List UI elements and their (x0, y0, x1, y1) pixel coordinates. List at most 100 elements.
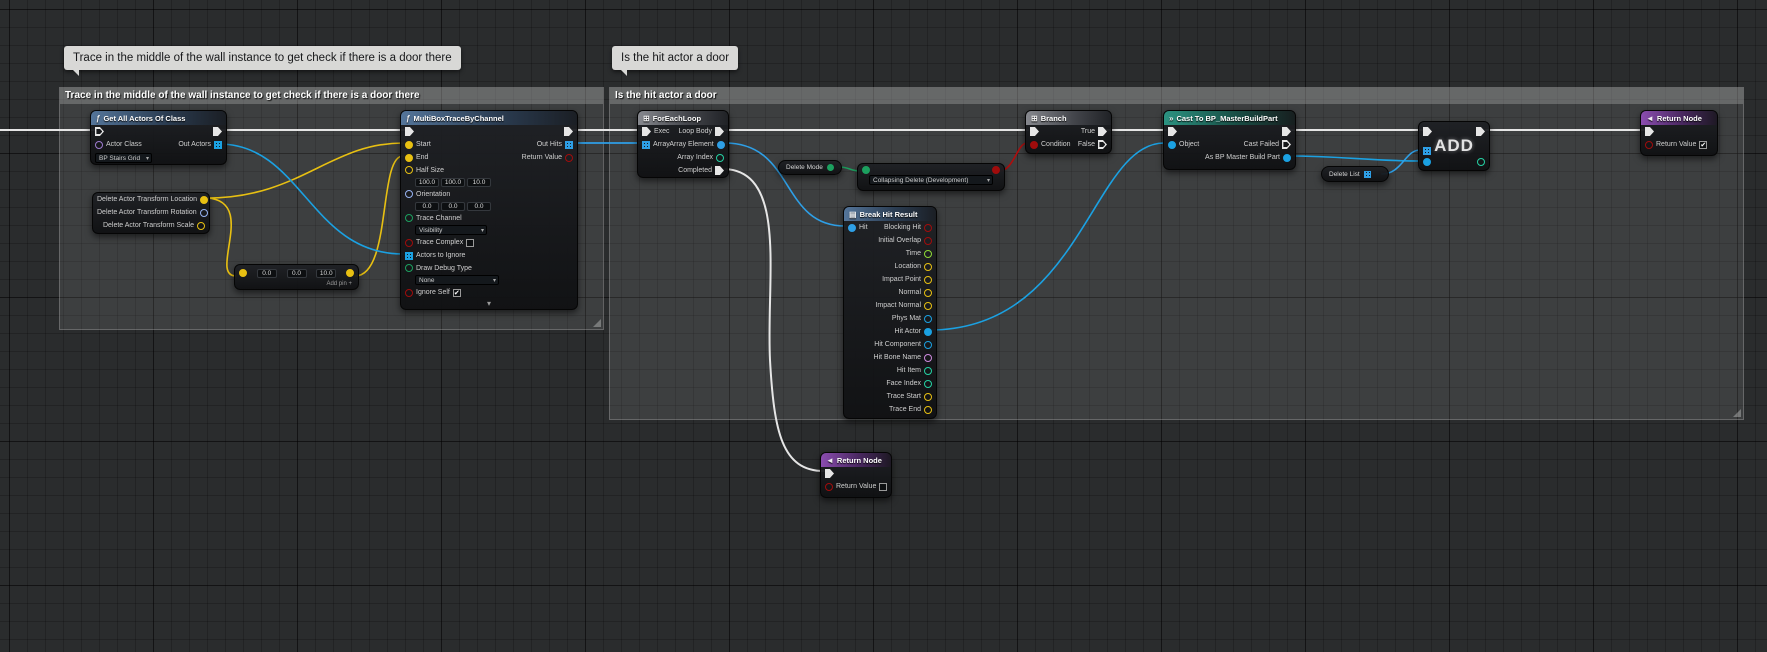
transform-location-pin[interactable] (200, 195, 208, 204)
comment-bubble-door[interactable]: Is the hit actor a door (612, 46, 739, 76)
out-actors-pin[interactable] (214, 140, 222, 149)
trace-end-pin[interactable] (924, 405, 932, 414)
equal-enum-dropdown[interactable]: Collapsing Delete (Development) (869, 175, 993, 186)
impact-normal-pin[interactable] (924, 301, 932, 310)
equal-out-pin[interactable] (992, 166, 1000, 174)
node-return-bottom[interactable]: ◄Return Node Return Value (820, 452, 892, 498)
vector-add-z-field[interactable]: 10.0 (316, 268, 337, 278)
phys-mat-pin[interactable] (924, 314, 932, 323)
cast-failed-pin[interactable] (1282, 140, 1291, 149)
delete-list-out-pin[interactable] (1363, 170, 1371, 178)
end-pin[interactable] (405, 153, 413, 162)
target-array-pin[interactable] (1423, 147, 1431, 155)
draw-debug-type-dropdown[interactable]: None (415, 275, 499, 286)
false-pin[interactable] (1098, 140, 1107, 149)
orientation-y-field[interactable]: 0.0 (467, 201, 491, 211)
half-size-y-field[interactable]: 100.0 (441, 177, 465, 187)
transform-rotation-pin[interactable] (199, 208, 208, 217)
return-value-checkbox[interactable] (879, 482, 888, 491)
index-out-pin[interactable] (1477, 158, 1485, 166)
hit-bone-name-pin[interactable] (924, 353, 932, 362)
ignore-self-checkbox[interactable] (452, 288, 461, 297)
exec-out-pin[interactable] (213, 127, 222, 136)
new-item-pin[interactable] (1423, 158, 1431, 166)
exec-in-pin[interactable] (825, 469, 834, 478)
comment-title[interactable]: Trace in the middle of the wall instance… (60, 88, 603, 104)
vector-add-x-field[interactable]: 0.0 (256, 268, 277, 278)
normal-pin[interactable] (924, 288, 932, 297)
true-pin[interactable] (1098, 127, 1107, 136)
loop-body-pin[interactable] (715, 127, 724, 136)
half-size-z-field[interactable]: 10.0 (467, 177, 491, 187)
actors-to-ignore-pin[interactable] (405, 251, 413, 260)
exec-in-pin[interactable] (1030, 127, 1039, 136)
vector-add-out-pin[interactable] (346, 269, 354, 277)
actor-class-dropdown[interactable]: BP Stairs Grid (95, 152, 153, 164)
start-pin[interactable] (405, 140, 413, 149)
transform-scale-pin[interactable] (197, 221, 205, 230)
orientation-pin[interactable] (405, 190, 413, 198)
array-pin[interactable] (642, 140, 650, 149)
orientation-r-field[interactable]: 0.0 (415, 201, 439, 211)
as-bp-master-build-part-pin[interactable] (1283, 153, 1291, 162)
exec-in-pin[interactable] (95, 127, 104, 136)
node-vector-add[interactable]: 0.0 0.0 10.0 Add pin + (234, 264, 359, 290)
condition-pin[interactable] (1030, 140, 1038, 149)
vector-add-y-field[interactable]: 0.0 (286, 268, 307, 278)
impact-point-pin[interactable] (924, 275, 932, 284)
array-index-pin[interactable] (716, 153, 724, 162)
face-index-pin[interactable] (924, 379, 932, 388)
comment-title[interactable]: Is the hit actor a door (610, 88, 1743, 104)
hit-actor-pin[interactable] (924, 327, 932, 336)
node-return-top[interactable]: ◄Return Node Return Value (1640, 110, 1718, 156)
return-value-pin[interactable] (1645, 140, 1653, 149)
trace-channel-pin[interactable] (405, 214, 413, 222)
trace-complex-checkbox[interactable] (466, 238, 475, 247)
exec-in-pin[interactable] (1423, 127, 1432, 136)
vector-add-in-pin[interactable] (239, 269, 247, 277)
actor-class-pin[interactable] (95, 140, 103, 149)
half-size-pin[interactable] (405, 166, 413, 174)
add-pin-button[interactable]: Add pin + (326, 281, 352, 287)
object-pin[interactable] (1168, 140, 1176, 149)
hit-item-pin[interactable] (924, 366, 932, 375)
node-cast-to-bp-masterbuildpart[interactable]: »Cast To BP_MasterBuildPart Object Cast … (1163, 110, 1296, 170)
location-pin[interactable] (924, 262, 932, 271)
blocking-hit-pin[interactable] (924, 223, 932, 232)
exec-in-pin[interactable] (1168, 127, 1177, 136)
trace-complex-pin[interactable] (405, 238, 413, 247)
exec-in-pin[interactable] (642, 127, 651, 136)
node-array-add[interactable]: ADD (1418, 121, 1490, 171)
half-size-x-field[interactable]: 100.0 (415, 177, 439, 187)
time-pin[interactable] (924, 249, 932, 258)
draw-debug-type-pin[interactable] (405, 264, 413, 272)
ignore-self-pin[interactable] (405, 288, 413, 297)
array-element-pin[interactable] (716, 140, 725, 149)
exec-in-pin[interactable] (405, 127, 414, 136)
initial-overlap-pin[interactable] (924, 236, 932, 245)
exec-out-pin[interactable] (1282, 127, 1291, 136)
exec-in-pin[interactable] (1645, 127, 1654, 136)
collapse-arrow-icon[interactable]: ▾ (486, 299, 491, 308)
node-delete-mode-variable[interactable]: Delete Mode (778, 160, 842, 175)
trace-start-pin[interactable] (924, 392, 932, 401)
return-value-pin[interactable] (825, 482, 833, 491)
node-foreachloop[interactable]: ⊞ForEachLoop Exec Loop Body Array Array … (637, 110, 729, 178)
exec-out-pin[interactable] (564, 127, 573, 136)
completed-pin[interactable] (715, 166, 724, 175)
return-value-pin[interactable] (565, 153, 573, 162)
out-hits-pin[interactable] (565, 140, 573, 149)
return-value-checkbox[interactable] (1699, 140, 1708, 149)
delete-mode-out-pin[interactable] (826, 164, 834, 171)
orientation-p-field[interactable]: 0.0 (441, 201, 465, 211)
exec-out-pin[interactable] (1476, 127, 1485, 136)
equal-in-pin[interactable] (862, 166, 870, 174)
node-branch[interactable]: ⊞Branch True Condition False (1025, 110, 1112, 154)
comment-bubble-trace[interactable]: Trace in the middle of the wall instance… (64, 46, 461, 76)
trace-channel-dropdown[interactable]: Visibility (415, 225, 487, 236)
node-delete-list-variable[interactable]: Delete List (1321, 166, 1389, 182)
node-break-hit-result[interactable]: ▤Break Hit Result Hit Blocking Hit Initi… (843, 206, 937, 419)
